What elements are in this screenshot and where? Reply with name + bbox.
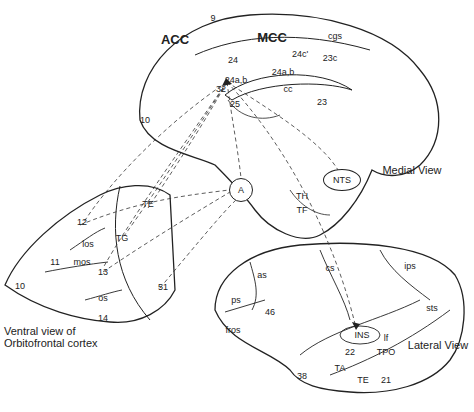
area-label: INS [354, 330, 369, 340]
sulcus-line [70, 228, 105, 250]
area-label: TE [142, 199, 154, 209]
orbitofrontal-outline [5, 186, 175, 323]
area-label: 12 [77, 217, 87, 227]
area-label: 11 [50, 257, 59, 267]
area-label: os [98, 293, 108, 303]
central-sulcus [320, 250, 350, 320]
area-label: MCC [257, 31, 287, 45]
dashed-projection [103, 192, 230, 272]
dashed-projection [227, 82, 356, 328]
area-label: 10 [15, 281, 25, 291]
area-label: 24a,b [272, 67, 295, 77]
region-label: NTS [333, 175, 351, 185]
area-label: cgs [328, 31, 342, 41]
view-title: Medial View [382, 164, 441, 176]
insula-region [340, 326, 380, 344]
principal-sulcus [225, 300, 265, 312]
area-label: 32 [216, 84, 226, 94]
area-label: 25 [230, 99, 240, 109]
area-label: 9 [210, 13, 215, 23]
area-label: cs [326, 263, 335, 273]
area-label: ps [231, 295, 241, 305]
area-label: los [82, 239, 94, 249]
area-label: cc [284, 84, 293, 94]
area-label: 46 [265, 307, 275, 317]
dashed-projection [124, 82, 227, 236]
area-label: 24c' [292, 49, 308, 59]
area-label: TA [335, 363, 346, 373]
intraparietal-sulcus [380, 250, 430, 300]
circled-region: NTS [323, 169, 361, 191]
area-label: TF [297, 205, 308, 215]
sulcus-line [290, 190, 330, 215]
area-label: 21 [381, 375, 391, 385]
dashed-projection [80, 190, 229, 225]
area-label: fros [225, 325, 240, 335]
area-label: mos [73, 257, 90, 267]
view-title: Ventral view of Orbitofrontal cortex [4, 325, 129, 349]
region-label: A [238, 185, 244, 195]
corpus-callosum [225, 75, 352, 100]
area-label: 23c [323, 53, 338, 63]
area-label: 22 [345, 347, 355, 357]
circled-region: A [229, 178, 253, 202]
area-label: TPO [377, 347, 396, 357]
lateral-fissure [300, 300, 420, 355]
area-label: 24 [228, 55, 238, 65]
dashed-projection [227, 82, 241, 178]
dashed-projection [82, 82, 227, 225]
area-label: 38 [297, 371, 307, 381]
area-label: lf [384, 333, 389, 343]
dashed-projection [103, 82, 227, 268]
dashed-projection [148, 82, 227, 208]
area-label: 51 [158, 282, 168, 292]
area-label: 23 [317, 97, 327, 107]
area-label: ACC [161, 33, 189, 47]
area-label: sts [426, 303, 438, 313]
dashed-projection [227, 82, 338, 170]
area-label: ips [404, 261, 416, 271]
sulcus-line [228, 100, 280, 118]
area-label: TH [296, 191, 308, 201]
area-label: TG [116, 233, 129, 243]
view-title: Lateral View [408, 339, 468, 351]
arrow-mark [352, 322, 360, 330]
area-label: 14 [98, 313, 108, 323]
medial-outline [140, 14, 439, 238]
area-label: 24a,b [225, 75, 248, 85]
area-label: 13 [98, 267, 108, 277]
area-label: 10 [140, 115, 150, 125]
lateral-outline [215, 243, 464, 392]
area-label: TE [357, 375, 369, 385]
area-label: as [257, 270, 267, 280]
dashed-projection [160, 200, 236, 288]
